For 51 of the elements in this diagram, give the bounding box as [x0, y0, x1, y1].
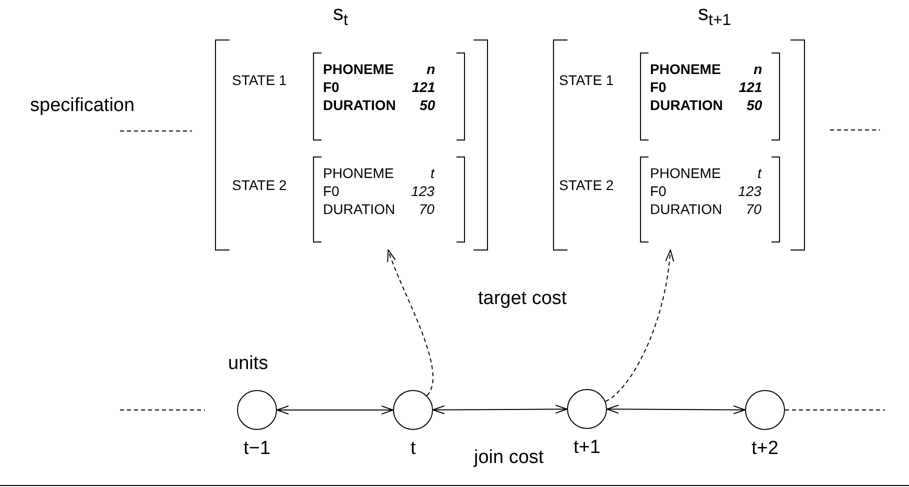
feature-value: 70: [744, 201, 762, 217]
feature-name: PHONEME: [323, 165, 395, 181]
feature-name: DURATION: [323, 97, 396, 113]
feature-name: F0: [650, 79, 668, 95]
feature-name: F0: [650, 183, 668, 199]
unit-label: t−1: [244, 438, 270, 460]
unit-label: t+1: [574, 437, 600, 459]
dashed-arrow: [388, 250, 434, 396]
text-label: specification: [30, 95, 135, 117]
double-arrow: [276, 406, 394, 414]
text-label: units: [228, 353, 268, 375]
text-label: target cost: [478, 288, 567, 310]
unit-label: t+2: [752, 438, 778, 460]
feature-name: F0: [323, 183, 340, 199]
double-arrow: [606, 404, 746, 414]
feature-name: DURATION: [650, 201, 722, 217]
feature-value: 121: [412, 79, 436, 95]
feature-value: t: [430, 165, 434, 181]
feature-value: 123: [738, 183, 762, 199]
state-label: STATE 2: [559, 177, 614, 193]
unit-label: t: [410, 438, 416, 460]
unit-circle: [393, 390, 433, 430]
feature-value: 50: [418, 97, 436, 113]
state-label: STATE 2: [232, 177, 287, 193]
unit-circle: [745, 390, 785, 430]
feature-name: PHONEME: [650, 165, 722, 181]
state-label: STATE 1: [559, 72, 614, 88]
feature-value: 50: [746, 97, 762, 113]
feature-name: F0: [323, 79, 340, 95]
state-matrix: [313, 157, 465, 242]
text-label: join cost: [474, 447, 544, 469]
feature-value: n: [426, 61, 436, 77]
feature-name: PHONEME: [323, 61, 395, 77]
dashed-arrow: [604, 250, 674, 402]
unit-circle: [237, 390, 277, 430]
feature-value: 70: [418, 201, 434, 217]
state-label: STATE 1: [232, 72, 287, 88]
feature-value: 121: [738, 79, 762, 95]
feature-value: t: [756, 165, 762, 181]
feature-value: n: [752, 61, 762, 77]
feature-value: 123: [411, 183, 434, 199]
state-matrix: [313, 53, 465, 140]
feature-name: PHONEME: [650, 61, 722, 77]
matrix-title: s$_{t}$: [333, 2, 348, 30]
matrix-title: s$_{t+1}$: [698, 2, 732, 30]
state-matrix: [640, 53, 780, 140]
unit-circle: [567, 389, 607, 429]
state-matrix: [640, 157, 780, 242]
feature-name: DURATION: [650, 97, 723, 113]
feature-name: DURATION: [323, 201, 396, 217]
double-arrow: [432, 404, 568, 414]
